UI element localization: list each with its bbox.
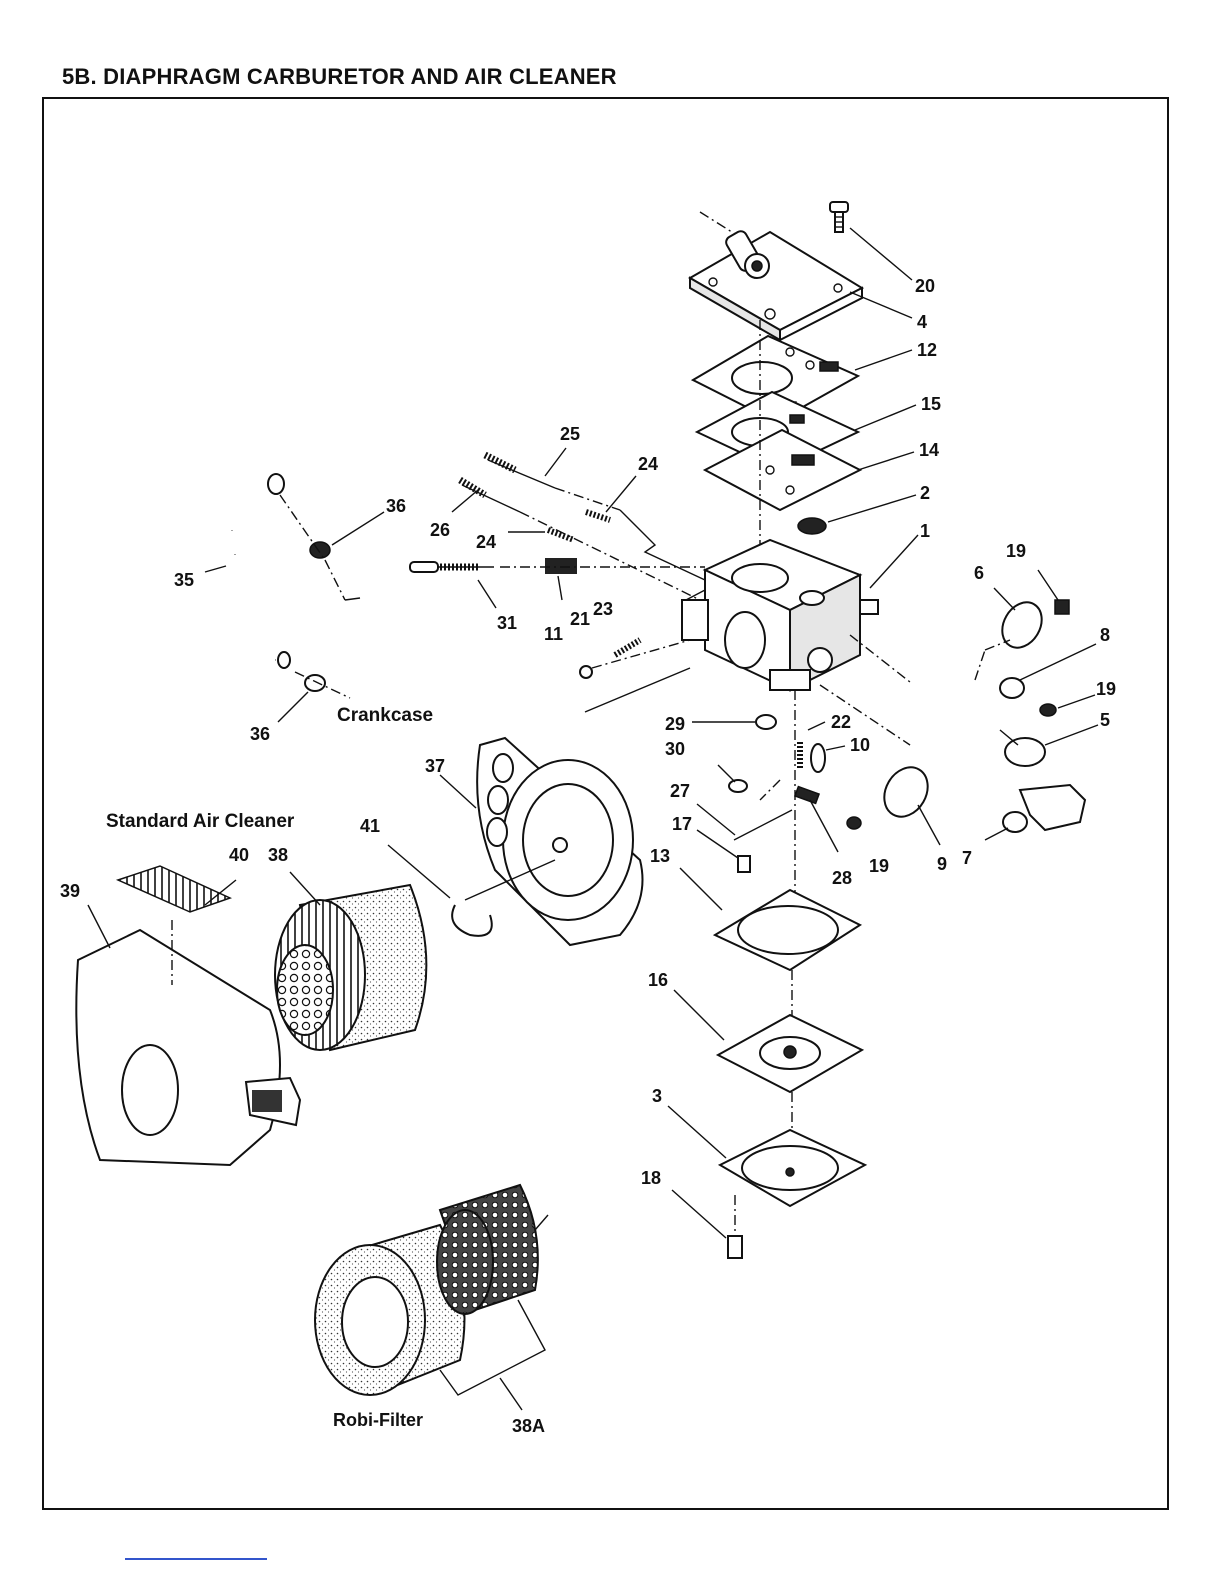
callout-14: 14: [919, 440, 939, 460]
callout-11: 11: [544, 624, 563, 644]
callout-10: 10: [850, 735, 870, 755]
filter-38: [275, 885, 426, 1050]
callout-17: 17: [672, 814, 692, 834]
needle-valve-10: [811, 744, 825, 772]
callout-21: 21: [570, 609, 590, 629]
callout-22: 22: [831, 712, 851, 732]
footer-rule: [125, 1558, 267, 1560]
metering-diaphragm-16: [718, 1015, 862, 1092]
callout-6: 6: [974, 563, 984, 583]
callout-18: 18: [641, 1168, 661, 1188]
callout-15: 15: [921, 394, 941, 414]
callout-40: 40: [229, 845, 249, 865]
lever-28: [795, 787, 819, 804]
crankcase-label: Crankcase: [337, 705, 433, 726]
callout-19-top: 19: [1006, 541, 1026, 561]
callout-9: 9: [937, 854, 947, 874]
clip-30: [729, 780, 747, 792]
callout-38: 38: [268, 845, 288, 865]
callout-28: 28: [832, 868, 852, 888]
impulse-hose-35: [232, 459, 290, 668]
callout-29: 29: [665, 714, 685, 734]
washer-29: [756, 715, 776, 729]
spring-23: [615, 640, 640, 655]
standard-air-cleaner-label: Standard Air Cleaner: [106, 811, 295, 832]
callout-25: 25: [560, 424, 580, 444]
gasket-13: [715, 890, 860, 970]
screw-31: [410, 562, 494, 572]
callout-13: 13: [650, 846, 670, 866]
callout-38a: 38A: [512, 1416, 545, 1436]
needle-25: [485, 455, 555, 488]
screw-19b: [1040, 704, 1056, 716]
callout-27: 27: [670, 781, 690, 801]
callout-30: 30: [665, 739, 685, 759]
callout-26: 26: [430, 520, 450, 540]
callout-39: 39: [60, 881, 80, 901]
callout-3: 3: [652, 1086, 662, 1106]
pin-27: [734, 810, 792, 840]
callout-41: 41: [360, 816, 380, 836]
diaphragm-cover-3: [720, 1130, 865, 1206]
screen-2: [798, 518, 826, 534]
callout-36-top: 36: [386, 496, 406, 516]
screw-19a: [1055, 600, 1069, 614]
callout-5: 5: [1100, 710, 1110, 730]
air-cleaner-base-37: [477, 738, 642, 945]
callout-23: 23: [593, 599, 613, 619]
screw-20: [830, 202, 848, 232]
needle-26: [460, 480, 520, 512]
callout-36-bottom: 36: [250, 724, 270, 744]
choke-shaft-5: [910, 682, 1045, 766]
robi-filter-38a: [315, 1185, 538, 1395]
callout-12: 12: [917, 340, 937, 360]
callout-20: 20: [915, 276, 935, 296]
clip-41: [452, 905, 492, 936]
callout-24-left: 24: [476, 532, 496, 552]
clamp-36a: [310, 542, 330, 558]
screw-19c: [847, 817, 861, 829]
callout-37: 37: [425, 756, 445, 776]
screw-17: [738, 856, 750, 872]
throttle-valve-9: [876, 759, 937, 824]
callout-24-top: 24: [638, 454, 658, 474]
carburetor-body-1: [682, 540, 878, 690]
callout-19-bottom: 19: [869, 856, 889, 876]
callout-31: 31: [497, 613, 517, 633]
callout-19-right: 19: [1096, 679, 1116, 699]
spring-24a: [586, 512, 610, 520]
lever-8: [1000, 678, 1024, 698]
callout-35: 35: [174, 570, 194, 590]
callout-8: 8: [1100, 625, 1110, 645]
callout-2: 2: [920, 483, 930, 503]
robi-filter-label: Robi-Filter: [333, 1410, 423, 1430]
screw-18: [728, 1236, 742, 1258]
air-cleaner-cover-39: [76, 930, 300, 1165]
callout-7: 7: [962, 848, 972, 868]
choke-valve-6: [994, 595, 1049, 655]
ball-11: [580, 666, 592, 678]
callout-4: 4: [917, 312, 927, 332]
callout-16: 16: [648, 970, 668, 990]
throttle-shaft-7: [910, 745, 1085, 832]
callout-1: 1: [920, 521, 930, 541]
spring-21: [545, 558, 577, 574]
decal-40: [118, 866, 230, 912]
